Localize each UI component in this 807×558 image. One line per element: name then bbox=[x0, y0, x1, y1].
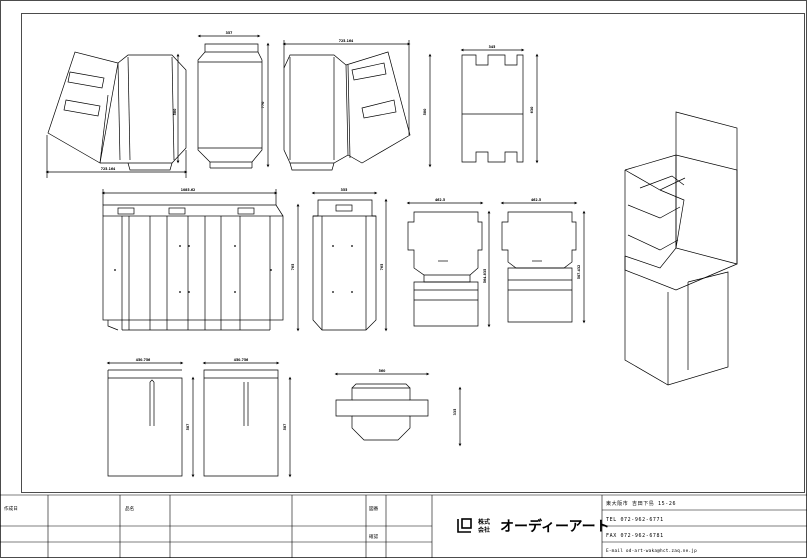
dim-tray-b-width: 462.5 bbox=[531, 198, 541, 202]
view-shelf-b bbox=[203, 369, 279, 477]
dim-tray-a-height: 564.835 bbox=[483, 269, 487, 284]
dim-tray-b-height: 507.432 bbox=[577, 265, 581, 280]
view-flap-panel-left bbox=[47, 51, 187, 171]
dim-mid-panel-height: 765 bbox=[380, 264, 384, 271]
dim-base-width: 560 bbox=[379, 369, 386, 373]
view-small-panel bbox=[461, 54, 524, 163]
dim-base-height: 335 bbox=[453, 409, 457, 416]
label-product: 品名 bbox=[125, 505, 134, 512]
dim-top-panel-width: 357 bbox=[226, 31, 233, 35]
view-wide-panel bbox=[102, 204, 284, 331]
company-address: 東大阪市 吉田下島 15-26 bbox=[606, 500, 676, 507]
company-logo-icon bbox=[457, 518, 472, 533]
dim-mid-panel-width: 355 bbox=[341, 188, 348, 192]
dim-top-panel-height: 770 bbox=[261, 101, 265, 108]
view-wide-panel-holes bbox=[114, 245, 272, 293]
dim-shelf-a-height: 507 bbox=[186, 424, 190, 431]
view-tray-a bbox=[407, 211, 483, 327]
view-base bbox=[335, 383, 429, 441]
dim-shelf-b-width: 450.756 bbox=[234, 358, 249, 362]
dim-shelf-b-height: 507 bbox=[283, 424, 287, 431]
dim-small-panel-height: 630 bbox=[530, 106, 534, 113]
label-drawing-no: 図番 bbox=[369, 505, 379, 512]
dim-small-panel-width: 345 bbox=[489, 45, 496, 49]
view-tray-b bbox=[501, 211, 577, 323]
dim-tray-a-width: 462.5 bbox=[435, 198, 445, 202]
dim-shelf-a-width: 450.756 bbox=[136, 358, 151, 362]
company-email: E-mail od-art-waka@hct.zaq.ne.jp bbox=[606, 548, 697, 554]
dim-top-left-height: 580 bbox=[173, 108, 177, 115]
view-display-stand-3d bbox=[624, 111, 738, 386]
title-block-grid bbox=[0, 494, 807, 558]
label-check: 確認 bbox=[369, 533, 379, 540]
company-tel: TEL 072-962-6771 bbox=[606, 517, 664, 523]
dim-top-right-height: 580 bbox=[423, 108, 427, 115]
company-fax: FAX 072-962-6781 bbox=[606, 533, 664, 539]
dim-wide-panel-width: 1085.62 bbox=[181, 188, 196, 192]
label-author: 作成日 bbox=[4, 505, 18, 512]
dim-top-left-width: 725.164 bbox=[101, 167, 116, 171]
view-shelf-a bbox=[107, 369, 183, 477]
company-kabu: 株式 bbox=[478, 518, 490, 526]
view-side-panel bbox=[197, 43, 263, 169]
view-mid-panel bbox=[312, 199, 377, 331]
dim-top-right-width: 725.164 bbox=[339, 39, 354, 43]
drawing-frame bbox=[21, 13, 805, 493]
view-mid-panel-holes bbox=[332, 245, 353, 293]
dim-wide-panel-height: 765 bbox=[291, 264, 295, 271]
view-flap-panel-right bbox=[283, 51, 411, 171]
company-name: オーディーアート bbox=[500, 518, 610, 535]
company-kaisha: 会社 bbox=[478, 526, 490, 534]
